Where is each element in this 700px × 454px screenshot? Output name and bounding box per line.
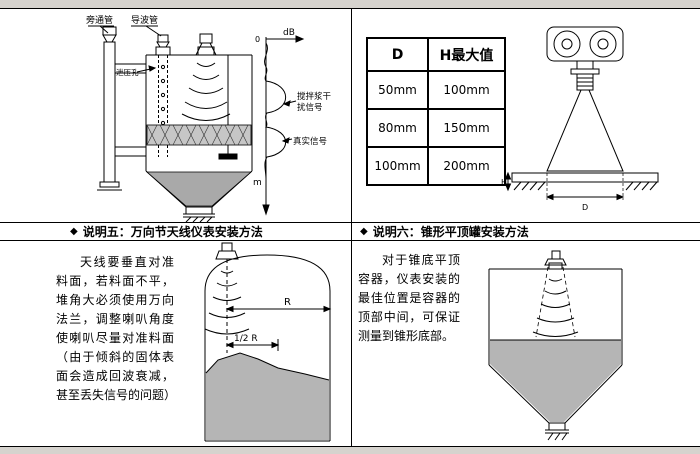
top-margin-bar [0, 0, 700, 8]
spec-cell-h3: 200mm [427, 146, 506, 186]
section5-title: 说明五：万向节天线仪表安装方法 [82, 225, 263, 239]
spec-table-header-row: D H最大值 [366, 37, 506, 72]
spec-header-d: D [366, 37, 429, 72]
horn-antenna-mount-diagram: H D [501, 26, 659, 212]
label-bypass-pipe: 旁通管 [86, 14, 113, 26]
label-dim-half-r: 1/2 R [234, 334, 258, 344]
dome-tank-diagram: R 1/2 R [204, 242, 332, 442]
section6-body: 对于锥底平顶容器，仪表安装的最佳位置是容器的顶部中间，可保证测量到锥形底部。 [358, 253, 460, 343]
center-divider-line [351, 8, 352, 447]
section6-header: ◆ 说明六：锥形平顶罐安装方法 [352, 223, 700, 240]
universal-flange-panel: 天线要垂直对准料面，若料面不平，堆角大必须使用万向法兰，调整喇叭角度使喇叭尽量对… [0, 241, 351, 446]
label-true-signal: 真实信号 [293, 136, 327, 147]
spec-cell-d2: 80mm [366, 108, 429, 148]
spec-cell-d3: 100mm [366, 146, 429, 186]
section6-title: 说明六：锥形平顶罐安装方法 [372, 225, 529, 239]
spec-table-row: 50mm 100mm [366, 70, 506, 110]
section5-header: ◆ 说明五：万向节天线仪表安装方法 [0, 223, 351, 240]
label-stirrer-signal-2: 扰信号 [297, 102, 323, 113]
label-dim-r: R [284, 297, 291, 308]
diamond-bullet-icon: ◆ [360, 225, 368, 237]
bottom-border-line [0, 446, 700, 447]
label-dim-h: H [501, 178, 507, 187]
spec-table-row: 100mm 200mm [366, 146, 506, 186]
cone-tank-panel: 对于锥底平顶容器，仪表安装的最佳位置是容器的顶部中间，可保证测量到锥形底部。 [352, 241, 700, 446]
mount-spec-panel: D H最大值 50mm 100mm 80mm 150mm 100mm 200mm [352, 9, 700, 222]
spec-table-row: 80mm 150mm [366, 108, 506, 148]
cone-bottom-tank-diagram [488, 250, 623, 441]
bottom-margin-bar [0, 447, 700, 454]
label-stirrer-signal-1: 搅拌浆干 [297, 91, 332, 102]
spec-cell-h1: 100mm [427, 70, 506, 110]
bypass-waveguide-panel: 旁通管 导波管 泄压孔 0 dB m 搅拌浆干 扰信号 真实信号 [0, 9, 351, 222]
section5-body: 天线要垂直对准料面，若料面不平，堆角大必须使用万向法兰，调整喇叭角度使喇叭尽量对… [56, 255, 177, 402]
spec-table: D H最大值 50mm 100mm 80mm 150mm 100mm 200mm [366, 37, 506, 186]
top-border-line [0, 8, 700, 9]
header-band-top-line [0, 222, 700, 223]
spec-cell-d1: 50mm [366, 70, 429, 110]
label-axis-zero: 0 [255, 35, 260, 44]
label-waveguide-pipe: 导波管 [131, 14, 158, 26]
spec-cell-h2: 150mm [427, 108, 506, 148]
label-axis-m: m [253, 178, 262, 188]
label-axis-db: dB [283, 28, 295, 38]
label-relief-hole: 泄压孔 [116, 67, 139, 77]
spec-header-h: H最大值 [427, 37, 506, 72]
diamond-bullet-icon: ◆ [70, 225, 78, 237]
header-band-bottom-line [0, 240, 700, 241]
bypass-waveguide-diagram: 旁通管 导波管 泄压孔 0 dB m 搅拌浆干 扰信号 真实信号 [86, 14, 332, 222]
label-dim-d: D [582, 203, 588, 212]
